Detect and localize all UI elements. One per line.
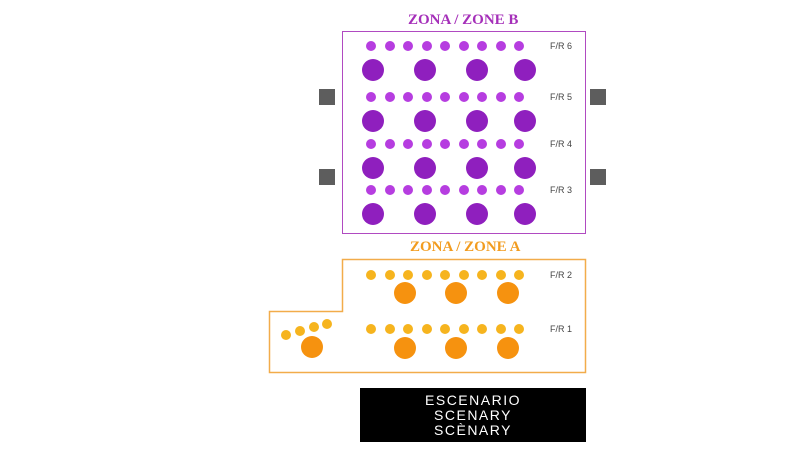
zone-b-seat-small[interactable] (384, 139, 395, 149)
zone-a-seat-small[interactable] (514, 270, 524, 280)
zone-b-area (342, 31, 586, 234)
zone-b-seat-small[interactable] (514, 139, 524, 149)
zone-b-seat-small[interactable] (495, 41, 506, 51)
zone-b-seat-large[interactable] (466, 59, 488, 81)
zone-a-seat-large[interactable] (445, 337, 467, 359)
side-block (590, 169, 606, 185)
zone-b-seat-large[interactable] (466, 157, 488, 179)
zone-b-seat-large[interactable] (362, 110, 384, 132)
zone-a-seat-small[interactable] (495, 324, 506, 334)
stage-label-es: ESCENARIO (425, 391, 521, 408)
zone-a-seat-small[interactable] (440, 270, 450, 280)
zone-a-seat-large[interactable] (394, 337, 416, 359)
zone-b-seat-small[interactable] (366, 92, 376, 102)
zone-b-seat-large[interactable] (362, 157, 384, 179)
zone-b-seat-small[interactable] (384, 92, 395, 102)
zone-a-seat-small[interactable] (403, 270, 413, 280)
zone-a-seat-small[interactable] (477, 270, 487, 280)
zone-b-row-label: F/R 3 (550, 185, 573, 195)
zone-b-seat-small[interactable] (403, 41, 413, 51)
zone-b-seat-small[interactable] (366, 185, 376, 195)
zone-b-seat-small[interactable] (421, 139, 432, 149)
zone-b-seat-small[interactable] (440, 92, 450, 102)
zone-b-seat-small[interactable] (514, 41, 524, 51)
zone-b-seat-large[interactable] (414, 59, 436, 81)
zone-b-seat-small[interactable] (495, 185, 506, 195)
zone-b-seat-small[interactable] (384, 185, 395, 195)
zone-b-seat-small[interactable] (458, 139, 469, 149)
zone-a-seat-small[interactable] (495, 270, 506, 280)
zone-b-seat-small[interactable] (421, 185, 432, 195)
zone-b-seat-large[interactable] (514, 110, 536, 132)
zone-b-seat-small[interactable] (458, 185, 469, 195)
zone-a-seat-small[interactable] (421, 270, 432, 280)
zone-a-seat-large[interactable] (497, 337, 519, 359)
zone-b-seat-small[interactable] (440, 41, 450, 51)
zone-b-row-label: F/R 5 (550, 92, 573, 102)
zone-b-title: ZONA / ZONE B (408, 12, 519, 28)
zone-a-seat-large[interactable] (394, 282, 416, 304)
zone-a-seat-small[interactable] (440, 324, 450, 334)
zone-a-side-seat-large[interactable] (301, 336, 323, 358)
zone-b-seat-small[interactable] (495, 139, 506, 149)
zone-b-seat-small[interactable] (477, 185, 487, 195)
zone-b-seat-large[interactable] (466, 203, 488, 225)
zone-b-seat-large[interactable] (514, 203, 536, 225)
side-block (590, 89, 606, 105)
zone-b-seat-small[interactable] (477, 92, 487, 102)
zone-b-seat-small[interactable] (458, 92, 469, 102)
zone-b-seat-small[interactable] (458, 41, 469, 51)
zone-b-seat-small[interactable] (366, 41, 376, 51)
side-block (319, 169, 335, 185)
zone-b-seat-large[interactable] (362, 59, 384, 81)
zone-a-seat-small[interactable] (403, 324, 413, 334)
zone-b-seat-small[interactable] (403, 185, 413, 195)
zone-b-seat-large[interactable] (514, 157, 536, 179)
zone-a-seat-small[interactable] (366, 324, 376, 334)
stage: ESCENARIO SCENARY SCÈNARY (360, 388, 586, 442)
zone-b-seat-small[interactable] (514, 185, 524, 195)
zone-a-seat-small[interactable] (514, 324, 524, 334)
zone-a-seat-small[interactable] (384, 324, 395, 334)
zone-b-seat-small[interactable] (403, 139, 413, 149)
zone-b-seat-large[interactable] (514, 59, 536, 81)
zone-a-side-seat-small[interactable] (295, 326, 305, 336)
zone-a-seat-small[interactable] (458, 324, 469, 334)
zone-a-side-seat-small[interactable] (322, 319, 332, 329)
zone-a-seat-small[interactable] (366, 270, 376, 280)
zone-b-row-label: F/R 6 (550, 41, 573, 51)
zone-b-seat-small[interactable] (477, 139, 487, 149)
zone-b-seat-small[interactable] (421, 92, 432, 102)
zone-a-side-seat-small[interactable] (309, 322, 319, 332)
zone-a-title: ZONA / ZONE A (410, 239, 521, 255)
zone-a-seat-small[interactable] (384, 270, 395, 280)
zone-a-seat-small[interactable] (421, 324, 432, 334)
zone-a-side-seat-small[interactable] (281, 330, 291, 340)
zone-b-seat-small[interactable] (495, 92, 506, 102)
zone-a-seat-large[interactable] (497, 282, 519, 304)
zone-b-seat-large[interactable] (414, 203, 436, 225)
zone-a-seat-large[interactable] (445, 282, 467, 304)
zone-b-seat-small[interactable] (440, 139, 450, 149)
zone-b-row-label: F/R 4 (550, 139, 573, 149)
zone-b-seat-large[interactable] (414, 157, 436, 179)
stage-label-alt: SCÈNARY (434, 421, 512, 438)
zone-b-seat-small[interactable] (384, 41, 395, 51)
side-block (319, 89, 335, 105)
zone-b-seat-small[interactable] (421, 41, 432, 51)
zone-b-seat-large[interactable] (362, 203, 384, 225)
stage-label-en: SCENARY (434, 406, 512, 423)
zone-b-seat-large[interactable] (414, 110, 436, 132)
zone-b-seat-small[interactable] (514, 92, 524, 102)
zone-b-seat-large[interactable] (466, 110, 488, 132)
zone-a-seat-small[interactable] (477, 324, 487, 334)
zone-b-seat-small[interactable] (477, 41, 487, 51)
zone-b-seat-small[interactable] (440, 185, 450, 195)
zone-a-seat-small[interactable] (458, 270, 469, 280)
zone-b-seat-small[interactable] (366, 139, 376, 149)
zone-a-row-label: F/R 1 (550, 324, 573, 334)
zone-a-row-label: F/R 2 (550, 270, 573, 280)
zone-b-seat-small[interactable] (403, 92, 413, 102)
